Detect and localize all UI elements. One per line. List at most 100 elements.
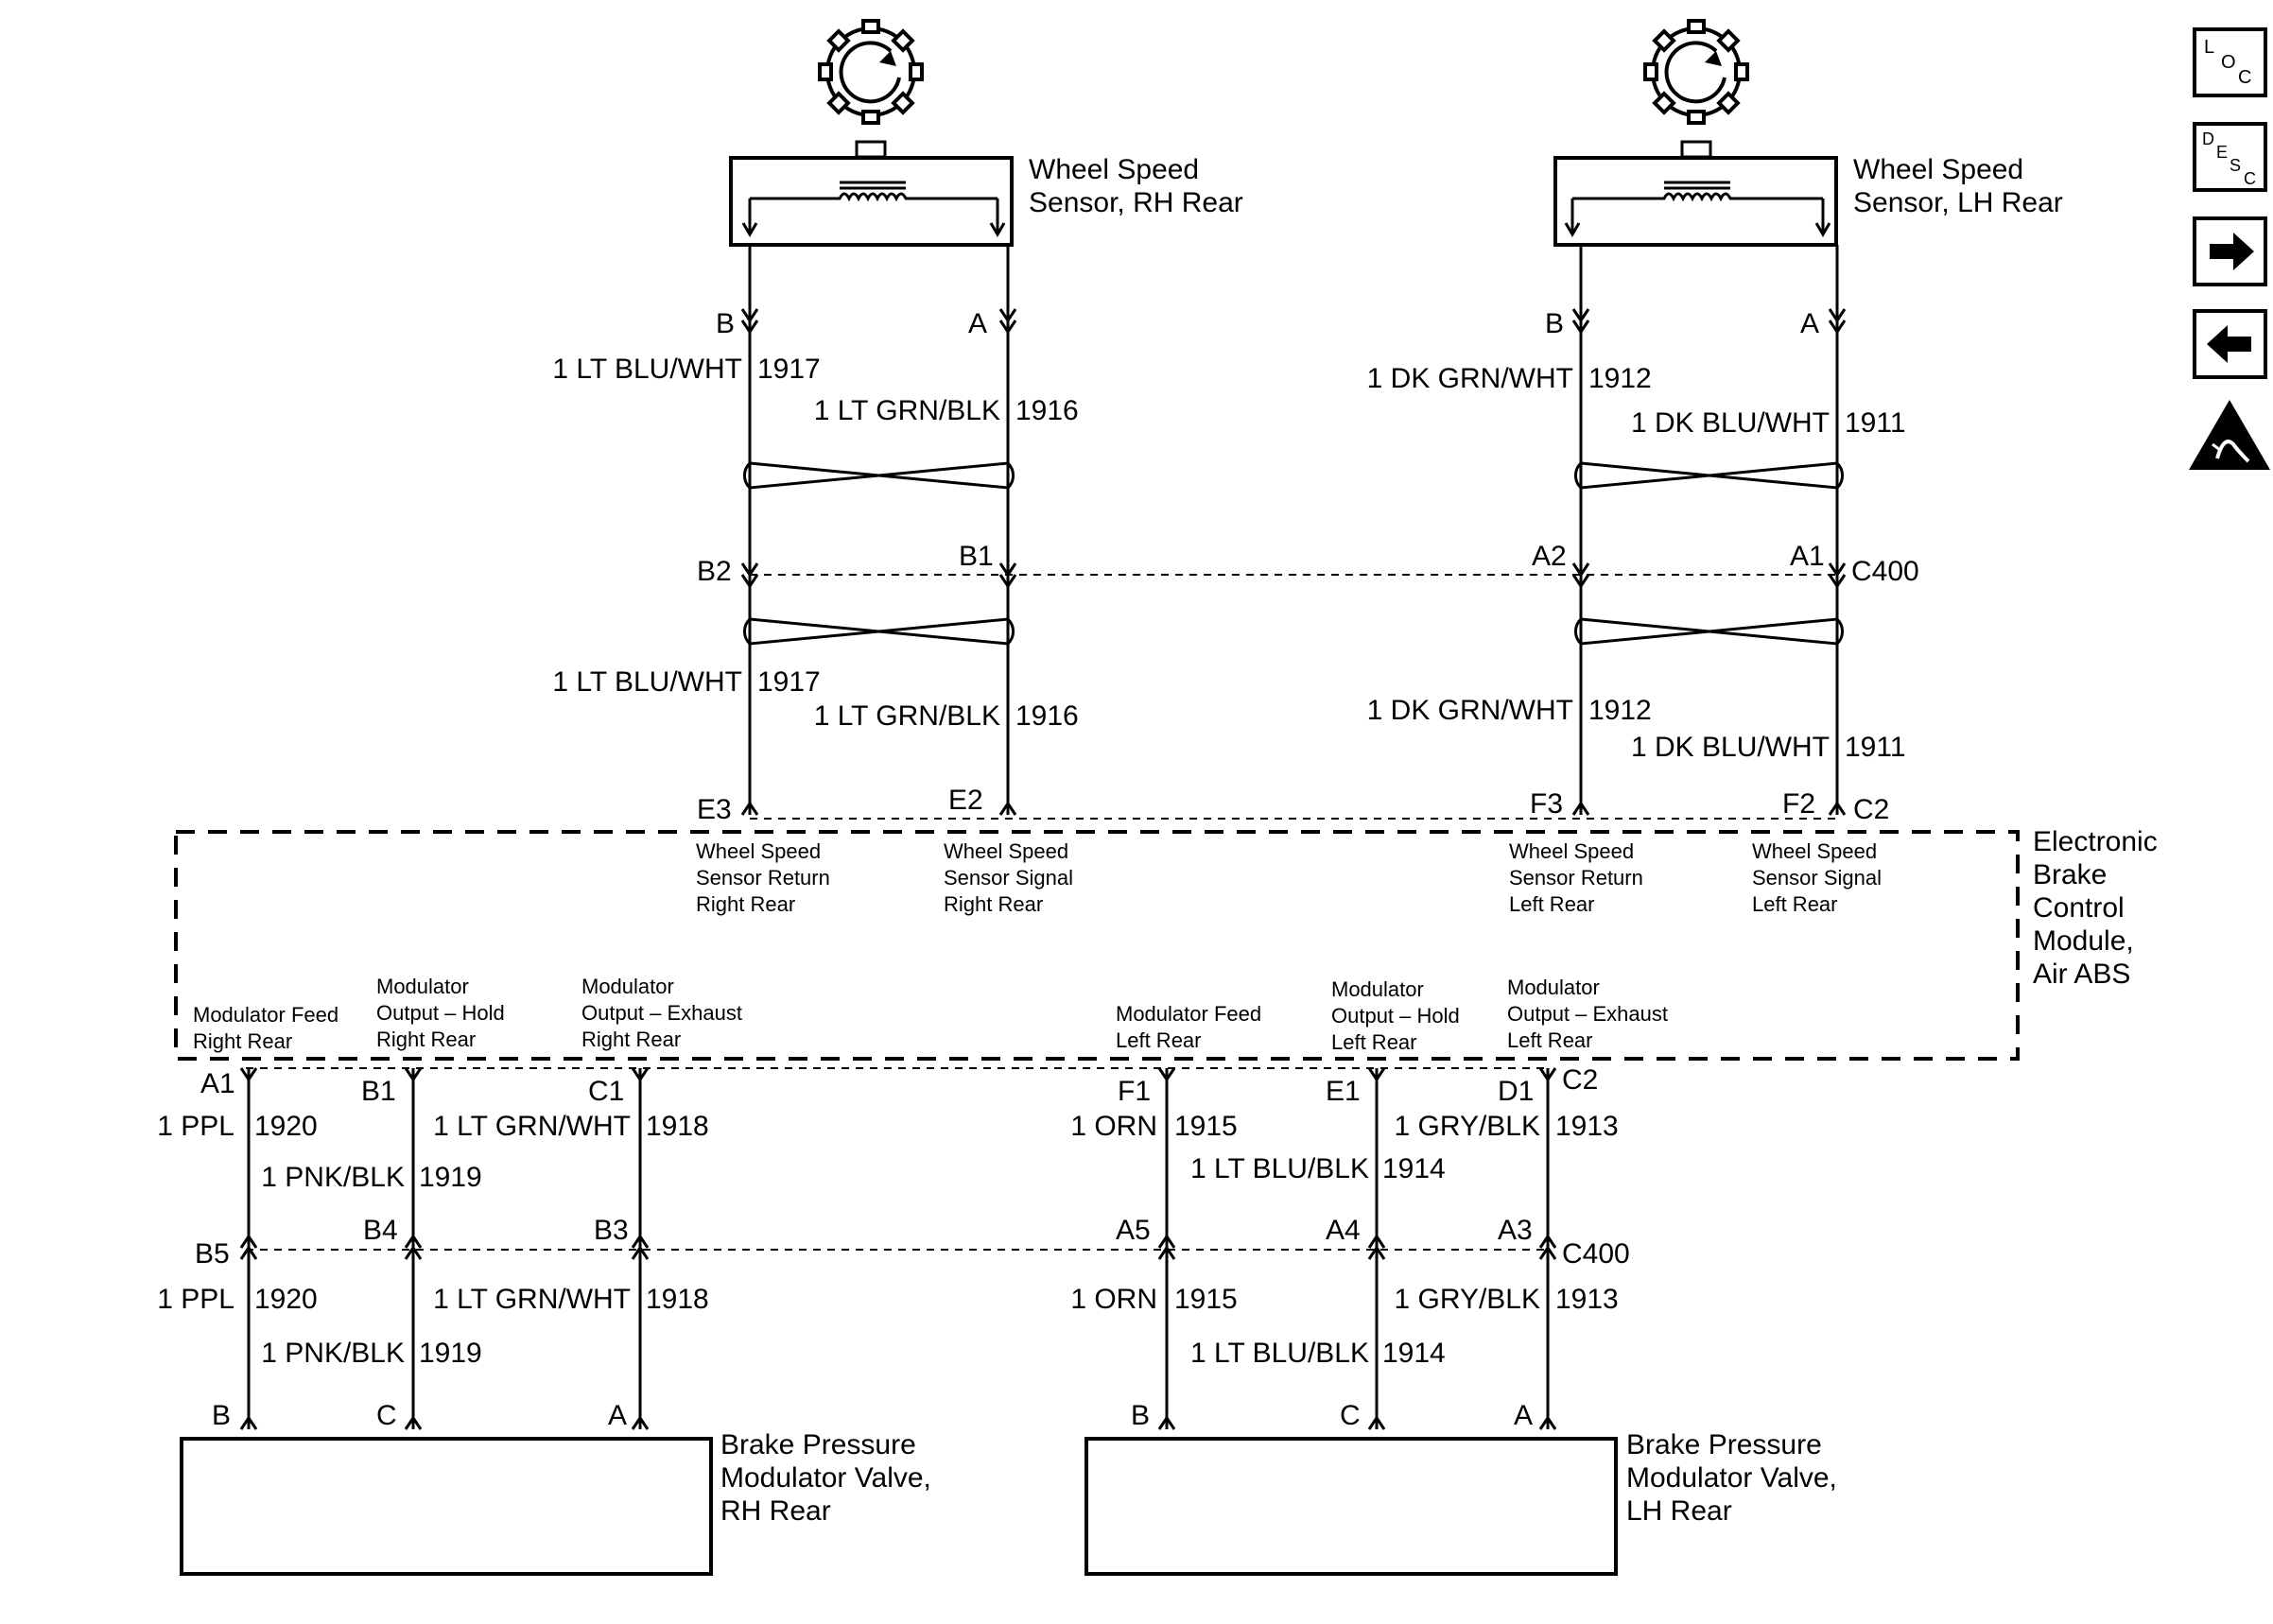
label-lr-return-3: Left Rear	[1509, 892, 1595, 916]
label-rr-return-2: Sensor Return	[696, 866, 830, 890]
desc-letter-d: D	[2202, 130, 2214, 148]
wire-1915-color: 1 ORN	[1070, 1111, 1157, 1142]
label-rr-hold-3: Right Rear	[376, 1028, 476, 1051]
wire-rh-signal-circuit-2: 1916	[1015, 700, 1079, 732]
wire-lh-return-color-2: 1 DK GRN/WHT	[1367, 695, 1573, 726]
wire-1913-circuit-2: 1913	[1555, 1284, 1619, 1315]
wire-1914-color-2: 1 LT BLU/BLK	[1190, 1338, 1369, 1369]
connector-dashes	[246, 574, 1837, 1251]
c400-pin-a4: A4	[1326, 1215, 1361, 1246]
label-lr-exhaust-2: Output – Exhaust	[1507, 1002, 1668, 1026]
wire-1920-color: 1 PPL	[157, 1111, 234, 1142]
valve-rh-pin-c: C	[376, 1400, 397, 1431]
c400-lower-connector-name: C400	[1562, 1238, 1630, 1270]
sensor-rh-title-line1: Wheel Speed	[1029, 154, 1199, 185]
valve-rh-title-line2: Modulator Valve,	[720, 1462, 931, 1494]
label-rr-signal-2: Sensor Signal	[944, 866, 1073, 890]
sensor-rh-title-line2: Sensor, RH Rear	[1029, 187, 1243, 218]
wire-lh-signal-circuit: 1911	[1845, 407, 1906, 439]
wire-1915-circuit-2: 1915	[1174, 1284, 1238, 1315]
module-bottom-connector-name: C2	[1562, 1064, 1598, 1096]
sensor-lh-pin-a: A	[1800, 308, 1819, 339]
ebcm-title: Electronic Brake Control Module, Air ABS	[2033, 826, 2158, 990]
wire-1919-circuit-2: 1919	[419, 1338, 482, 1369]
wire-1920-color-2: 1 PPL	[157, 1284, 234, 1315]
wire-1915-color-2: 1 ORN	[1070, 1284, 1157, 1315]
wire-1913-color: 1 GRY/BLK	[1394, 1111, 1540, 1142]
coil-rh-icon	[741, 181, 1006, 237]
ebcm-top-labels: Wheel Speed Sensor Return Right Rear Whe…	[696, 839, 1882, 916]
wire-1918-color-2: 1 LT GRN/WHT	[433, 1284, 631, 1315]
wire-1918-color: 1 LT GRN/WHT	[433, 1111, 631, 1142]
label-lr-signal-3: Left Rear	[1752, 892, 1838, 916]
module-pin-f3: F3	[1530, 788, 1563, 820]
lower-wires	[239, 1067, 1557, 1430]
valve-rh-box	[180, 1437, 713, 1576]
wire-rh-return-circuit-2: 1917	[757, 666, 821, 698]
ebcm-bottom-labels: Modulator Feed Right Rear Modulator Outp…	[193, 975, 1668, 1054]
c400-pin-a5: A5	[1116, 1215, 1151, 1246]
module-pin-f2: F2	[1782, 788, 1815, 820]
sensor-rh-housing	[729, 156, 1014, 247]
c400-pin-b4: B4	[363, 1215, 398, 1246]
label-lr-feed-2: Left Rear	[1116, 1028, 1202, 1052]
label-lr-return-2: Sensor Return	[1509, 866, 1643, 890]
valve-rh-title-line1: Brake Pressure	[720, 1429, 916, 1460]
label-rr-signal-3: Right Rear	[944, 892, 1043, 916]
loc-letter-o: O	[2221, 52, 2236, 73]
label-rr-signal-1: Wheel Speed	[944, 839, 1068, 863]
esd-warning-icon	[2189, 400, 2270, 470]
wire-rh-signal-color: 1 LT GRN/BLK	[814, 395, 1000, 426]
c400-upper-connector-name: C400	[1851, 556, 1919, 587]
prev-button[interactable]	[2193, 309, 2267, 379]
wire-1914-circuit: 1914	[1382, 1153, 1446, 1184]
module-pin-e3: E3	[697, 794, 732, 825]
label-lr-return-1: Wheel Speed	[1509, 839, 1634, 863]
upper-wires	[740, 245, 1847, 816]
sensor-lh-pin-b: B	[1545, 308, 1564, 339]
desc-button[interactable]: D E S C	[2193, 122, 2267, 192]
valve-lh-pin-c: C	[1340, 1400, 1361, 1431]
ebcm-title-line2: Brake	[2033, 859, 2107, 890]
label-rr-hold-1: Modulator	[376, 975, 469, 998]
sensor-lh-title-line2: Sensor, LH Rear	[1853, 187, 2063, 218]
wire-rh-signal-circuit: 1916	[1015, 395, 1079, 426]
sensor-rh-pin-a: A	[968, 308, 987, 339]
tone-wheel-lh-icon	[1643, 19, 1749, 125]
label-rr-return-3: Right Rear	[696, 892, 795, 916]
wire-lh-signal-circuit-2: 1911	[1845, 732, 1906, 763]
c400-pin-b1: B1	[959, 541, 994, 572]
wire-lh-signal-color-2: 1 DK BLU/WHT	[1631, 732, 1830, 763]
label-lr-exhaust-3: Left Rear	[1507, 1028, 1593, 1052]
loc-button[interactable]: L O C	[2193, 27, 2267, 97]
twisted-pair-markers	[743, 461, 1844, 646]
ebcm-title-line1: Electronic	[2033, 826, 2158, 857]
module-pin-a1: A1	[200, 1068, 235, 1099]
module-pin-c1: C1	[588, 1076, 624, 1107]
label-rr-hold-2: Output – Hold	[376, 1001, 505, 1025]
c400-pin-a1: A1	[1790, 541, 1825, 572]
ebcm-module-box	[174, 830, 2020, 1061]
ebcm-title-line5: Air ABS	[2033, 959, 2130, 990]
wire-1918-circuit-2: 1918	[646, 1284, 709, 1315]
label-lr-hold-3: Left Rear	[1331, 1030, 1417, 1054]
coil-lh-icon	[1564, 181, 1831, 237]
modulator-valve-lh-rear: B C A Brake Pressure Modulator Valve, LH…	[1084, 1400, 1837, 1576]
valve-lh-box	[1084, 1437, 1618, 1576]
wire-rh-signal-color-2: 1 LT GRN/BLK	[814, 700, 1000, 732]
valve-rh-title-line3: RH Rear	[720, 1495, 831, 1527]
module-pin-e2: E2	[948, 785, 983, 816]
wire-1919-color: 1 PNK/BLK	[261, 1162, 405, 1193]
ebcm-title-line4: Module,	[2033, 925, 2134, 957]
wire-lh-signal-color: 1 DK BLU/WHT	[1631, 407, 1830, 439]
valve-rh-pin-a: A	[608, 1400, 627, 1431]
module-top-connector-name: C2	[1853, 794, 1889, 825]
next-button[interactable]	[2193, 216, 2267, 286]
label-lr-hold-2: Output – Hold	[1331, 1004, 1460, 1028]
wheel-speed-sensor-lh-rear: Wheel Speed Sensor, LH Rear	[1553, 19, 2063, 247]
valve-lh-title-line1: Brake Pressure	[1626, 1429, 1822, 1460]
label-rr-exhaust-3: Right Rear	[581, 1028, 681, 1051]
label-lr-signal-2: Sensor Signal	[1752, 866, 1882, 890]
wire-1914-circuit-2: 1914	[1382, 1338, 1446, 1369]
